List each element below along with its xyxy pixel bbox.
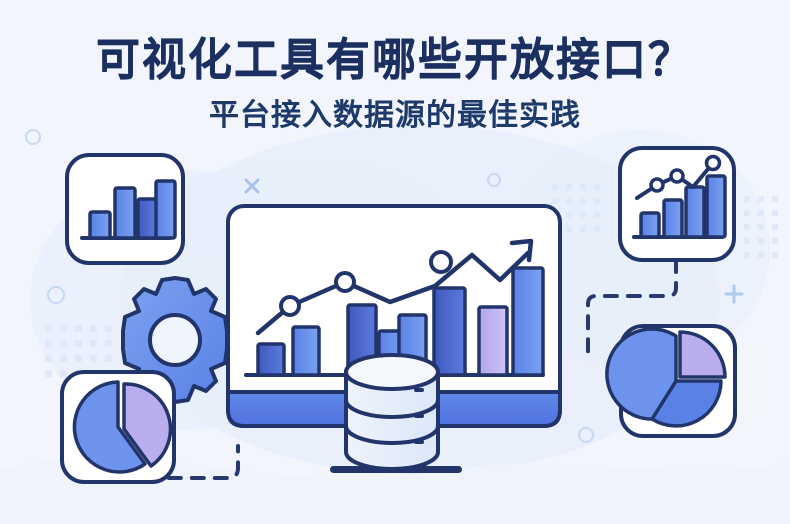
card-point-marker bbox=[704, 154, 722, 172]
card-chart-bar bbox=[113, 186, 137, 240]
plus-mark bbox=[724, 284, 744, 304]
background-wave bbox=[0, 457, 790, 524]
card-point-marker bbox=[649, 177, 665, 193]
card-chart-bar bbox=[136, 197, 159, 240]
chart-bar bbox=[291, 325, 321, 377]
pie-slice bbox=[72, 380, 147, 474]
decoration-circles bbox=[25, 129, 594, 443]
pie-slice bbox=[678, 330, 727, 379]
card-chart-bar bbox=[684, 185, 706, 239]
pie-chart bbox=[605, 327, 727, 428]
database-cylinder bbox=[344, 353, 440, 471]
cross-mark bbox=[244, 178, 260, 194]
chart-point-marker bbox=[279, 295, 301, 317]
dashed-connector-right bbox=[586, 258, 678, 354]
card-bar-chart[interactable] bbox=[65, 153, 185, 265]
pie-chart bbox=[72, 380, 173, 474]
card-chart-bar bbox=[88, 210, 112, 240]
chart-point-marker bbox=[429, 250, 453, 274]
chart-bar bbox=[477, 305, 509, 377]
card-chart-bar bbox=[639, 211, 661, 239]
card-combo-chart[interactable] bbox=[618, 146, 736, 262]
monitor-chart bbox=[244, 238, 545, 377]
card-pie-left[interactable] bbox=[60, 370, 176, 484]
page-title: 可视化工具有哪些开放接口？ bbox=[96, 35, 694, 84]
chart-bar bbox=[432, 286, 467, 377]
chart-bar bbox=[511, 266, 545, 377]
card-point-marker bbox=[669, 168, 685, 184]
card-pie-right[interactable] bbox=[605, 324, 737, 438]
computer-monitor bbox=[226, 204, 562, 473]
chart-bar bbox=[256, 342, 286, 377]
card-chart-bar bbox=[662, 198, 684, 239]
database-indicator bbox=[414, 388, 424, 444]
card-chart-bar bbox=[705, 174, 727, 239]
dashed-connector-left bbox=[116, 444, 240, 480]
chart-trend-arrow bbox=[509, 238, 534, 263]
chart-point-marker bbox=[334, 271, 356, 293]
page-subtitle: 平台接入数据源的最佳实践 bbox=[209, 99, 581, 132]
pie-slice bbox=[605, 327, 678, 421]
database-top bbox=[344, 353, 440, 391]
card-chart-bar bbox=[154, 179, 177, 240]
pie-slice bbox=[122, 382, 173, 468]
